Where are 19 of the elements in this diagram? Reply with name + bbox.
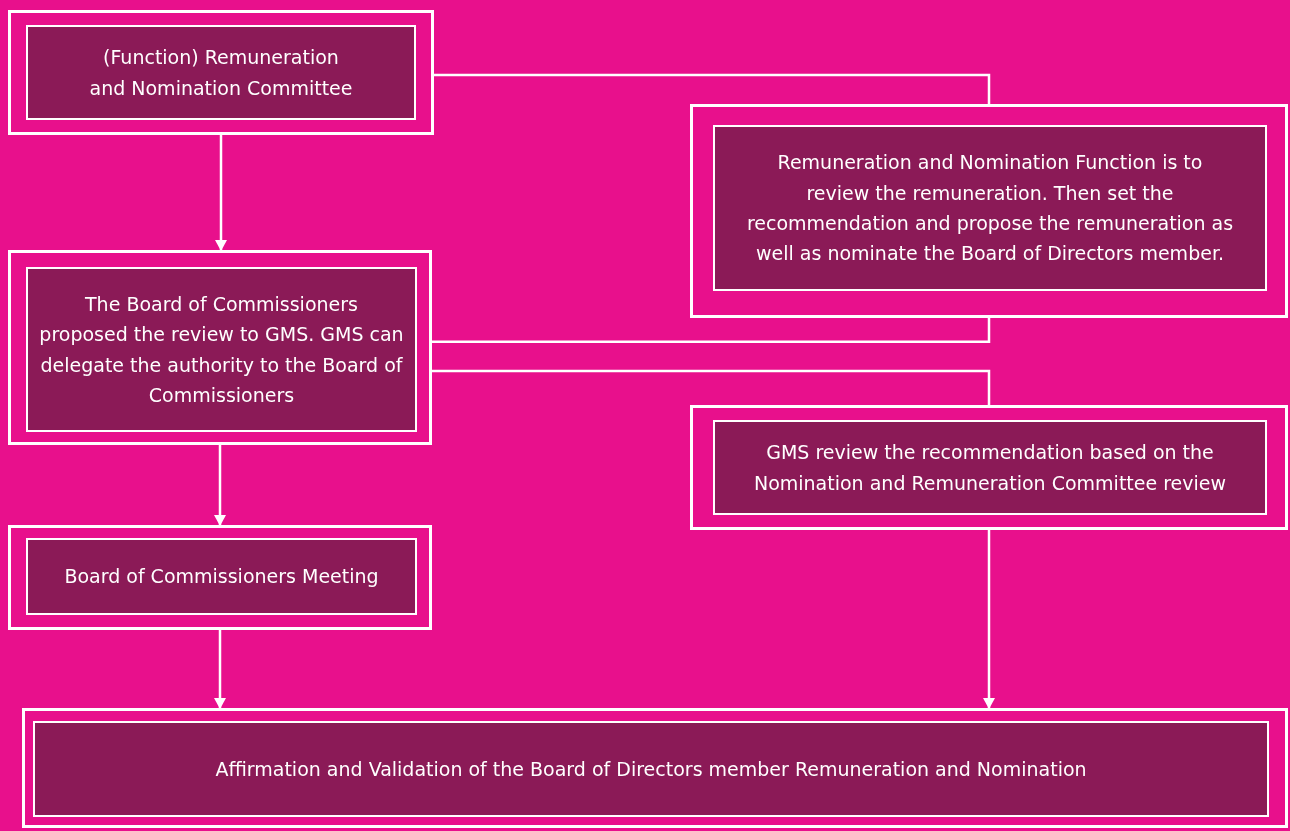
connector-line bbox=[432, 318, 991, 343]
box-text: GMS review the recommendation based on the Nomination and Remuneration Committee review bbox=[752, 440, 1228, 496]
box-text: (Function) Remuneration and Nomination Committee bbox=[88, 45, 354, 101]
arrow bbox=[983, 530, 995, 709]
process-frame bbox=[690, 405, 1288, 530]
process-frame bbox=[8, 10, 434, 135]
process-frame bbox=[8, 525, 432, 630]
box-text: Remuneration and Nomination Function is to review the remuneration. Then set the recommendation and propose the remuneration as well as nominate the Board of Directors member. bbox=[745, 150, 1235, 267]
arrow bbox=[215, 135, 227, 251]
process-frame bbox=[690, 104, 1288, 318]
box-text: Affirmation and Validation of the Board of Directors member Remuneration and Nomination bbox=[215, 756, 1087, 782]
box-text: Board of Commissioners Meeting bbox=[64, 564, 379, 590]
process-frame bbox=[8, 250, 432, 445]
arrow bbox=[214, 630, 226, 709]
arrow bbox=[214, 445, 226, 526]
connector-line bbox=[432, 369, 991, 405]
box-text: The Board of Commissioners proposed the review to GMS. GMS can delegate the authority to the Board of Commissioners bbox=[38, 291, 405, 408]
process-frame bbox=[22, 708, 1288, 828]
connector-line bbox=[434, 73, 991, 104]
